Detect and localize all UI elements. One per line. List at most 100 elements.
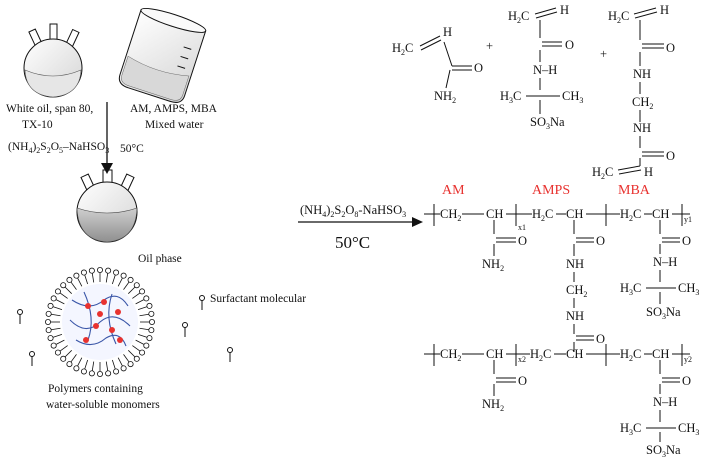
amps-monomer: H2C H O N–H H3C CH3 SO3Na	[500, 3, 583, 131]
surfactant-head	[60, 282, 67, 289]
svg-text:O: O	[666, 149, 675, 163]
svg-text:x1: x1	[518, 223, 526, 232]
surfactant-head	[73, 365, 80, 372]
svg-text:CH3: CH3	[562, 89, 583, 105]
svg-text:y2: y2	[684, 355, 692, 364]
svg-text:CH2: CH2	[440, 207, 461, 223]
monomer-dot	[101, 299, 107, 305]
svg-text:H2C: H2C	[392, 41, 413, 57]
surfactant-head	[80, 368, 87, 375]
svg-text:NH: NH	[566, 309, 584, 323]
svg-text:H2C: H2C	[608, 9, 629, 25]
svg-text:CH: CH	[486, 207, 503, 221]
surfactant-head	[146, 302, 153, 309]
svg-text:N–H: N–H	[653, 395, 677, 409]
surfactant-head	[148, 310, 155, 317]
surfactant-head	[120, 365, 127, 372]
oil-phase-label: Oil phase	[138, 253, 182, 265]
monomer-dot	[85, 303, 91, 309]
surfactant-head	[66, 361, 73, 368]
svg-text:NH2: NH2	[434, 89, 456, 105]
three-neck-flask-icon	[23, 23, 83, 98]
am-label: AM	[442, 183, 465, 198]
monomer-dot	[83, 337, 89, 343]
monomer-dot	[97, 311, 103, 317]
surfactant-head	[80, 269, 87, 276]
surfactant-head	[45, 310, 52, 317]
svg-text:O: O	[596, 234, 605, 248]
monomer-dot	[117, 337, 123, 343]
svg-text:CH: CH	[486, 347, 503, 361]
svg-text:NH: NH	[633, 67, 651, 81]
mba-label: MBA	[618, 183, 651, 198]
svg-text:H2C: H2C	[592, 165, 613, 181]
surfactant-head	[133, 355, 140, 362]
amps-label: AMPS	[532, 183, 570, 198]
surfactant-head	[73, 272, 80, 279]
svg-text:H2C: H2C	[532, 207, 553, 223]
surfactant-head	[54, 349, 61, 356]
surfactant-head	[113, 368, 120, 375]
surfactant-head	[45, 318, 52, 325]
plus-sign-2: +	[600, 47, 607, 61]
svg-text:O: O	[565, 38, 574, 52]
svg-text:H2C: H2C	[620, 207, 641, 223]
surfactant-head	[50, 342, 57, 349]
svg-text:SO3Na: SO3Na	[646, 305, 681, 321]
micelle-diagram	[45, 266, 155, 377]
beaker-icon	[118, 7, 207, 103]
surfactant-head	[47, 335, 54, 342]
svg-text:H2C: H2C	[620, 347, 641, 363]
svg-text:H2C: H2C	[508, 9, 529, 25]
surfactant-head	[133, 282, 140, 289]
right-initiator: (NH4)2S2O8-NaHSO3	[300, 203, 406, 219]
surfactant-molecule-icon	[17, 295, 233, 366]
svg-text:O: O	[682, 374, 691, 388]
monomer-dot	[93, 323, 99, 329]
svg-text:NH: NH	[633, 121, 651, 135]
surfactant-head	[143, 295, 150, 302]
svg-text:CH2: CH2	[632, 95, 653, 111]
svg-text:O: O	[666, 41, 675, 55]
left-initiator: (NH4)2S2O5–NaHSO3	[8, 141, 109, 155]
svg-text:CH2: CH2	[440, 347, 461, 363]
lower-polymer-chain: CH2 CH x2 O NH2 H2C CH H2C CH y2 O N–H H…	[424, 344, 699, 458]
surfactant-head	[50, 295, 57, 302]
surfactant-head	[139, 349, 146, 356]
surfactant-head	[97, 370, 104, 377]
surfactant-label: Surfactant molecular	[210, 293, 306, 305]
surfactant-head	[120, 272, 127, 279]
svg-text:H: H	[660, 3, 669, 17]
svg-text:N–H: N–H	[533, 63, 557, 77]
reaction-arrow-icon	[298, 217, 423, 227]
svg-text:CH2: CH2	[566, 283, 587, 299]
plus-sign: +	[486, 39, 493, 53]
surfactant-head	[60, 355, 67, 362]
surfactant-head	[88, 370, 95, 377]
down-arrow-icon	[101, 102, 113, 174]
svg-text:H: H	[644, 165, 653, 179]
svg-text:CH3: CH3	[678, 421, 699, 437]
svg-text:CH: CH	[566, 207, 583, 221]
surfactant-head	[88, 267, 95, 274]
surfactant-head	[66, 276, 73, 283]
svg-text:O: O	[518, 374, 527, 388]
svg-text:x2: x2	[518, 355, 526, 364]
svg-text:O: O	[596, 332, 605, 346]
svg-text:NH2: NH2	[482, 257, 504, 273]
svg-text:CH: CH	[652, 207, 669, 221]
beaker-caption-line2: Mixed water	[145, 119, 204, 131]
beaker-caption-line1: AM, AMPS, MBA	[130, 103, 218, 115]
upper-polymer-chain: CH2 CH x1 O NH2 H2C CH O NH CH2 NH O H2C…	[424, 204, 699, 352]
svg-text:CH: CH	[566, 347, 583, 361]
surfactant-head	[127, 276, 134, 283]
svg-text:O: O	[682, 234, 691, 248]
surfactant-head	[143, 342, 150, 349]
monomer-dot	[109, 327, 115, 333]
mba-monomer: H2C H O NH CH2 NH O H2C H	[592, 3, 675, 181]
polymer-caption-line2: water-soluble monomers	[46, 399, 160, 411]
svg-text:H3C: H3C	[620, 281, 641, 297]
polymer-chain	[83, 291, 92, 341]
